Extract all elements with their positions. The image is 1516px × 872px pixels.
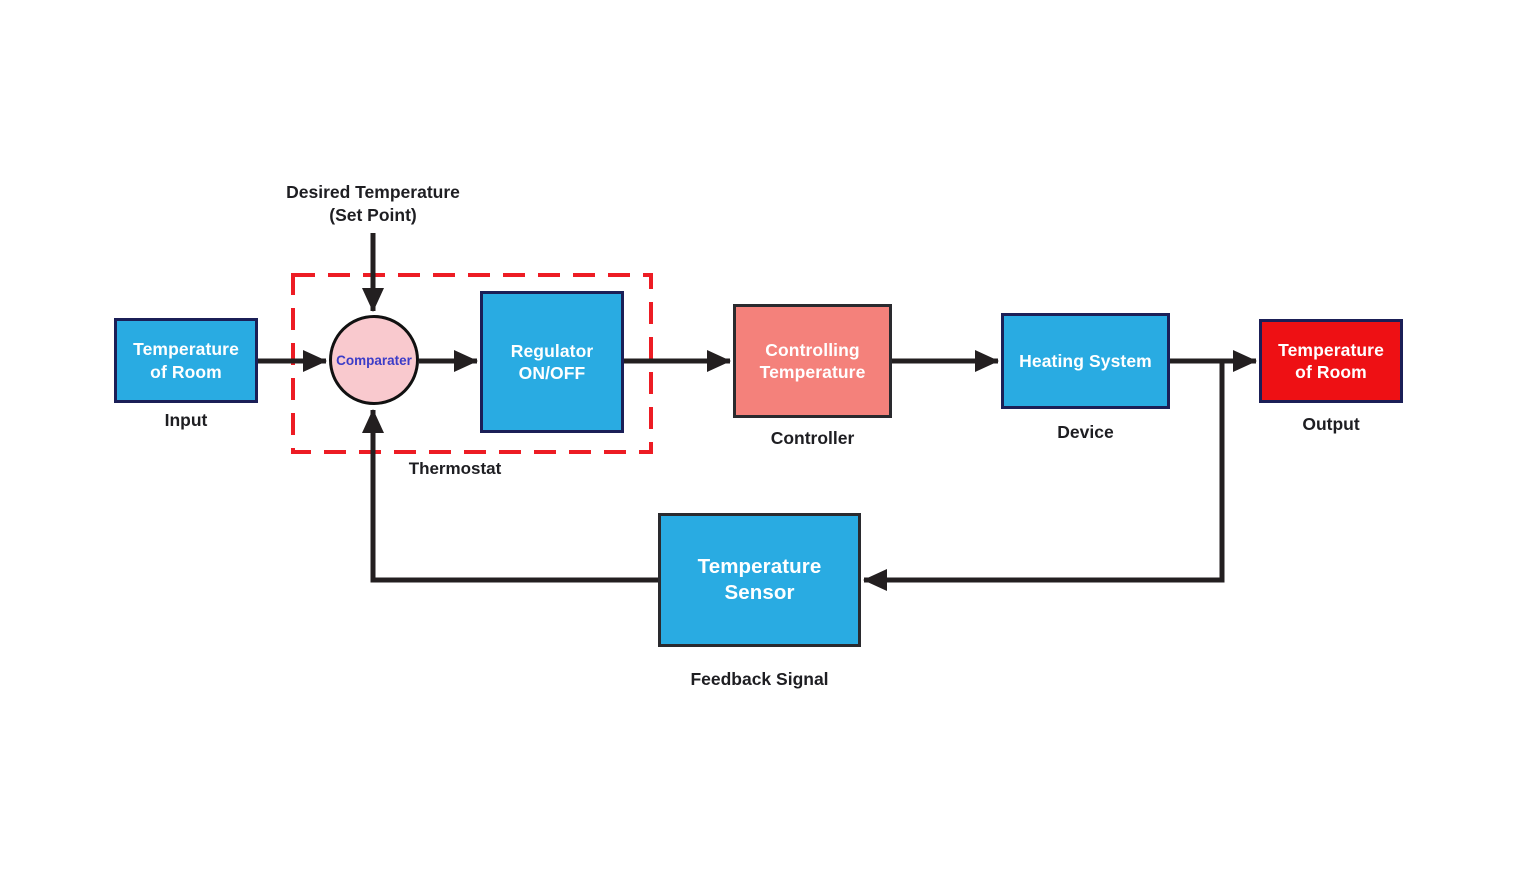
- controller-caption: Controller: [770, 428, 855, 448]
- comparator-circle: Comparater: [329, 315, 419, 405]
- feedback-signal-caption: Feedback Signal: [690, 669, 829, 689]
- input-box: Temperature of Room: [114, 318, 258, 403]
- set-point-label: Desired Temperature (Set Point): [286, 182, 460, 226]
- sensor-box: Temperature Sensor: [658, 513, 861, 647]
- device-box: Heating System: [1001, 313, 1170, 409]
- thermostat-group-label: Thermostat: [408, 459, 502, 478]
- arrow-feedback-to-sensor: [863, 361, 1225, 591]
- output-caption: Output: [1302, 414, 1360, 434]
- input-caption: Input: [164, 410, 208, 430]
- device-caption: Device: [1057, 422, 1114, 442]
- regulator-box: Regulator ON/OFF: [480, 291, 624, 433]
- output-box: Temperature of Room: [1259, 319, 1403, 403]
- controller-box: Controlling Temperature: [733, 304, 892, 418]
- arrow-sensor-to-comparator: [362, 409, 658, 583]
